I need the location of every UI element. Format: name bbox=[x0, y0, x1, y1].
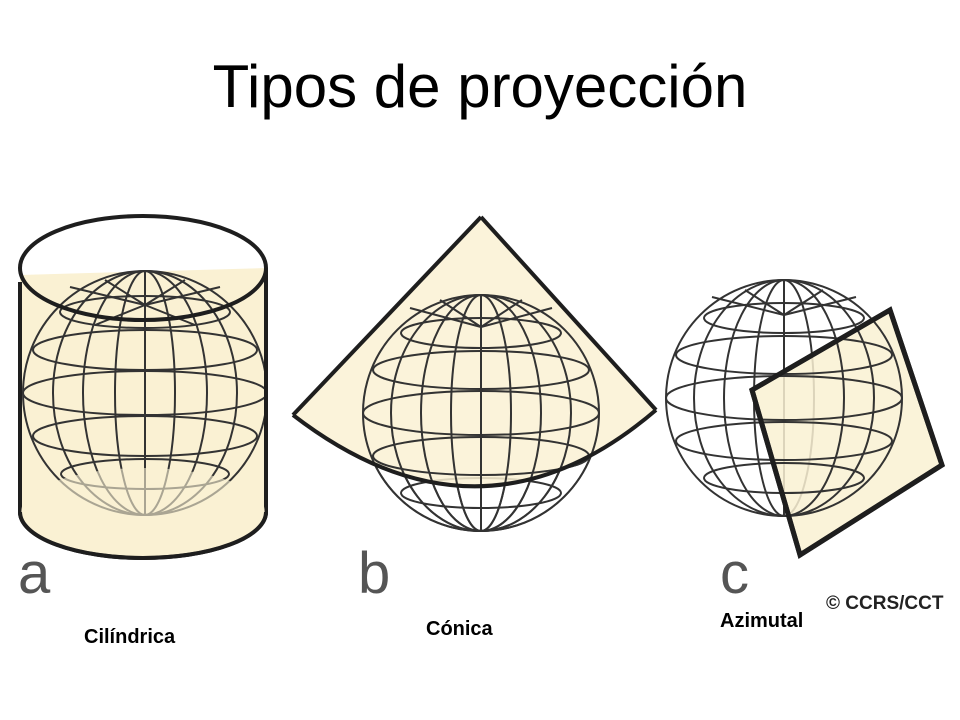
caption-conica: Cónica bbox=[426, 618, 493, 640]
page-title: Tipos de proyección bbox=[212, 53, 748, 120]
cylindrical-projection-figure bbox=[18, 214, 268, 560]
cylinder-globe bbox=[22, 270, 268, 516]
panel-letter-b: b bbox=[358, 541, 391, 606]
panel-letter-a: a bbox=[18, 541, 51, 606]
caption-cilindrica: Cilíndrica bbox=[84, 626, 176, 648]
conic-projection-figure bbox=[291, 215, 658, 532]
caption-azimutal: Azimutal bbox=[720, 610, 804, 632]
panel-letter-c: c bbox=[720, 541, 749, 606]
copyright-label: © CCRS/CCT bbox=[826, 593, 944, 614]
azimuthal-projection-figure bbox=[665, 279, 945, 559]
